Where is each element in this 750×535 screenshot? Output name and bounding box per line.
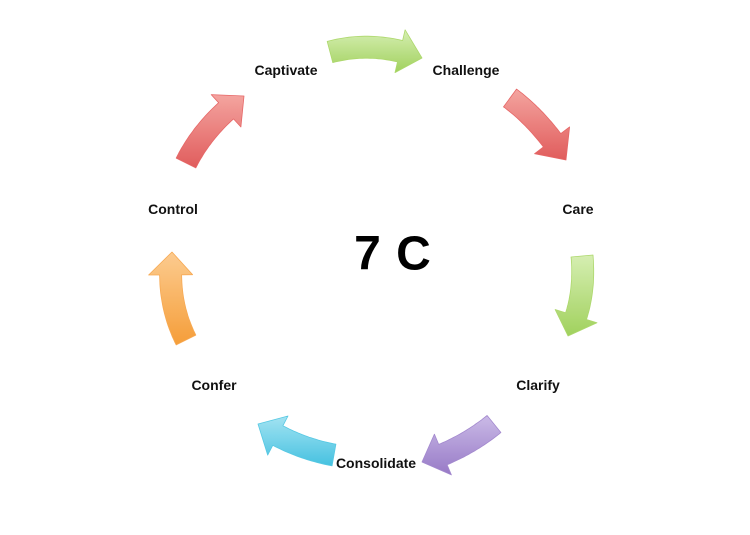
arrow-challenge-to-care — [503, 88, 570, 161]
step-label-control: Control — [148, 201, 198, 217]
step-label-challenge: Challenge — [432, 62, 500, 78]
arrow-confer-to-control — [148, 251, 197, 346]
arrow-consolidate-to-confer — [257, 415, 337, 467]
step-label-clarify: Clarify — [516, 377, 560, 393]
arrow-care-to-clarify — [554, 254, 598, 337]
step-label-consolidate: Consolidate — [335, 455, 417, 471]
step-label-captivate: Captivate — [254, 62, 318, 78]
arrow-captivate-to-challenge — [326, 29, 423, 73]
arrow-control-to-captivate — [175, 94, 245, 169]
step-label-care: Care — [562, 201, 594, 217]
arrow-clarify-to-consolidate — [421, 415, 502, 476]
step-label-confer: Confer — [191, 377, 237, 393]
cycle-title: 7 C — [354, 227, 432, 281]
